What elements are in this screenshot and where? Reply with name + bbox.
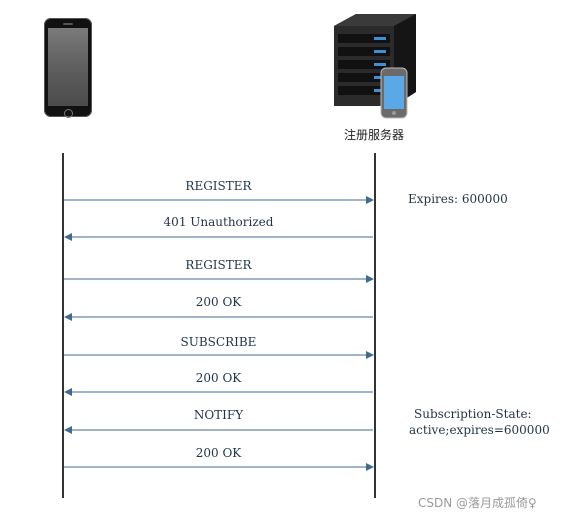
note-expires: Expires: 600000 [408,192,508,206]
watermark: CSDN @落月成孤倚♀ [418,496,537,510]
phone-screen [48,28,88,106]
message-label-register-1: REGISTER [185,179,252,193]
message-label-401: 401 Unauthorized [163,215,274,229]
server-lifeline [374,153,376,498]
message-label-200-ok-3: 200 OK [195,446,242,460]
server-icon [334,14,416,119]
message-label-200-ok-2: 200 OK [195,371,242,385]
phone-home-button [64,109,73,118]
phone-speaker [63,23,73,25]
message-label-subscribe: SUBSCRIBE [180,335,257,349]
server-phone-icon [380,67,408,119]
server-drive-bays [338,34,390,95]
note-subscription-state: Subscription-State: [414,407,532,421]
message-label-notify: NOTIFY [193,408,244,422]
server-caption: 注册服务器 [344,128,405,142]
client-phone-icon [44,18,92,118]
client-lifeline [62,153,64,498]
message-label-register-2: REGISTER [185,258,252,272]
note-subscription-expires: active;expires=600000 [409,423,550,437]
message-label-200-ok-1: 200 OK [195,295,242,309]
